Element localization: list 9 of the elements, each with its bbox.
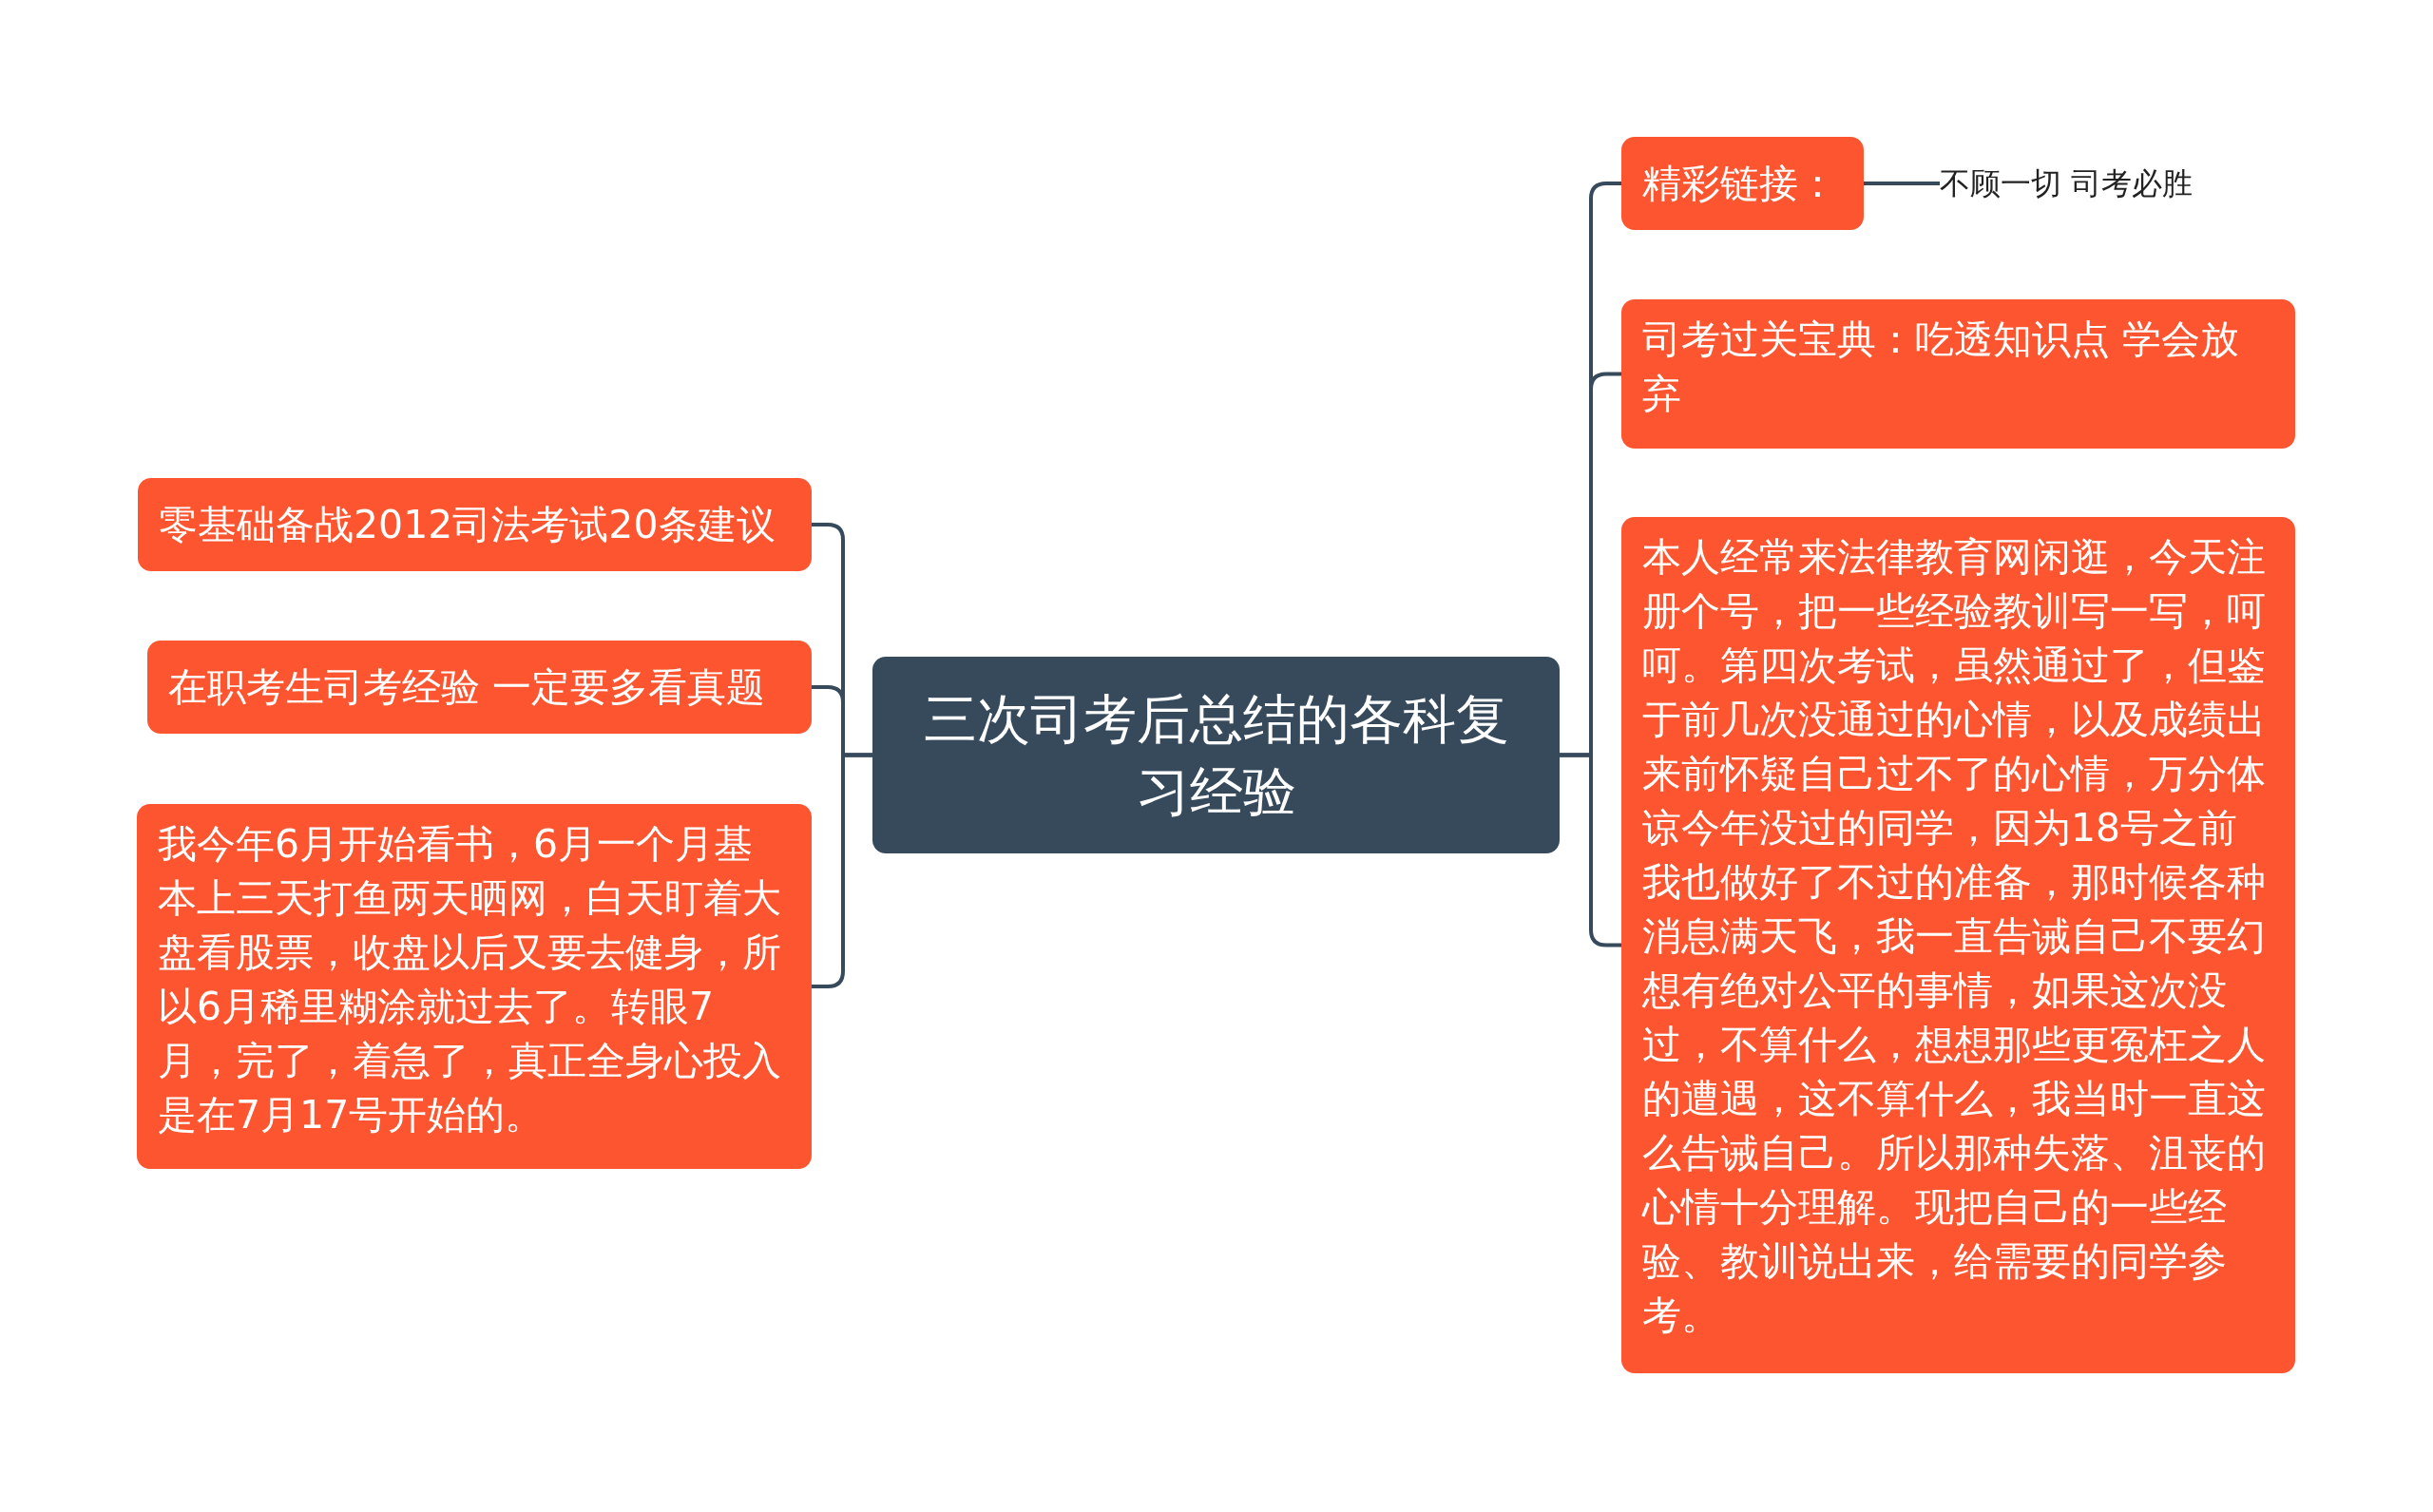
topic-box: 本人经常来法律教育网闲逛，今天注册个号，把一些经验教训写一写，呵呵。第四次考试，虽然通过了，但鉴于前几次没通过的心情，以及成绩出来前怀疑自己过不了的心情，万分体谅今年没过的同学，因为18号之前我也做好了不过的准备，那时候各种消息满天飞，我一直告诫自己不要幻想有绝对公平的事情，如果这次没过，不算什么，想想那些更冤枉之人的遭遇，这不算什么，我当时一直这么告诫自己。所以那种失落、沮丧的心情十分理解。现把自己的一些经验、教训说出来，给需要的同学参考。 — [1621, 517, 2295, 1373]
link-text: 不顾一切 司考必胜 — [1940, 164, 2194, 202]
topic-box: 精彩链接： — [1621, 137, 1864, 230]
topic-box: 司考过关宝典：吃透知识点 学会放弃 — [1621, 299, 2295, 449]
topic-box: 我今年6月开始看书，6月一个月基本上三天打鱼两天晒网，白天盯着大盘看股票，收盘以后又要去健身，所以6月稀里糊涂就过去了。转眼7月，完了，着急了，真正全身心投入是在7月17号开始的。 — [137, 804, 812, 1169]
central-topic-box: 三次司考后总结的各科复习经验 — [872, 657, 1560, 853]
connector-line — [1864, 182, 1940, 185]
topic-box: 零基础备战2012司法考试20条建议 — [138, 478, 812, 571]
topic-box: 在职考生司考经验 一定要多看真题 — [147, 641, 812, 734]
